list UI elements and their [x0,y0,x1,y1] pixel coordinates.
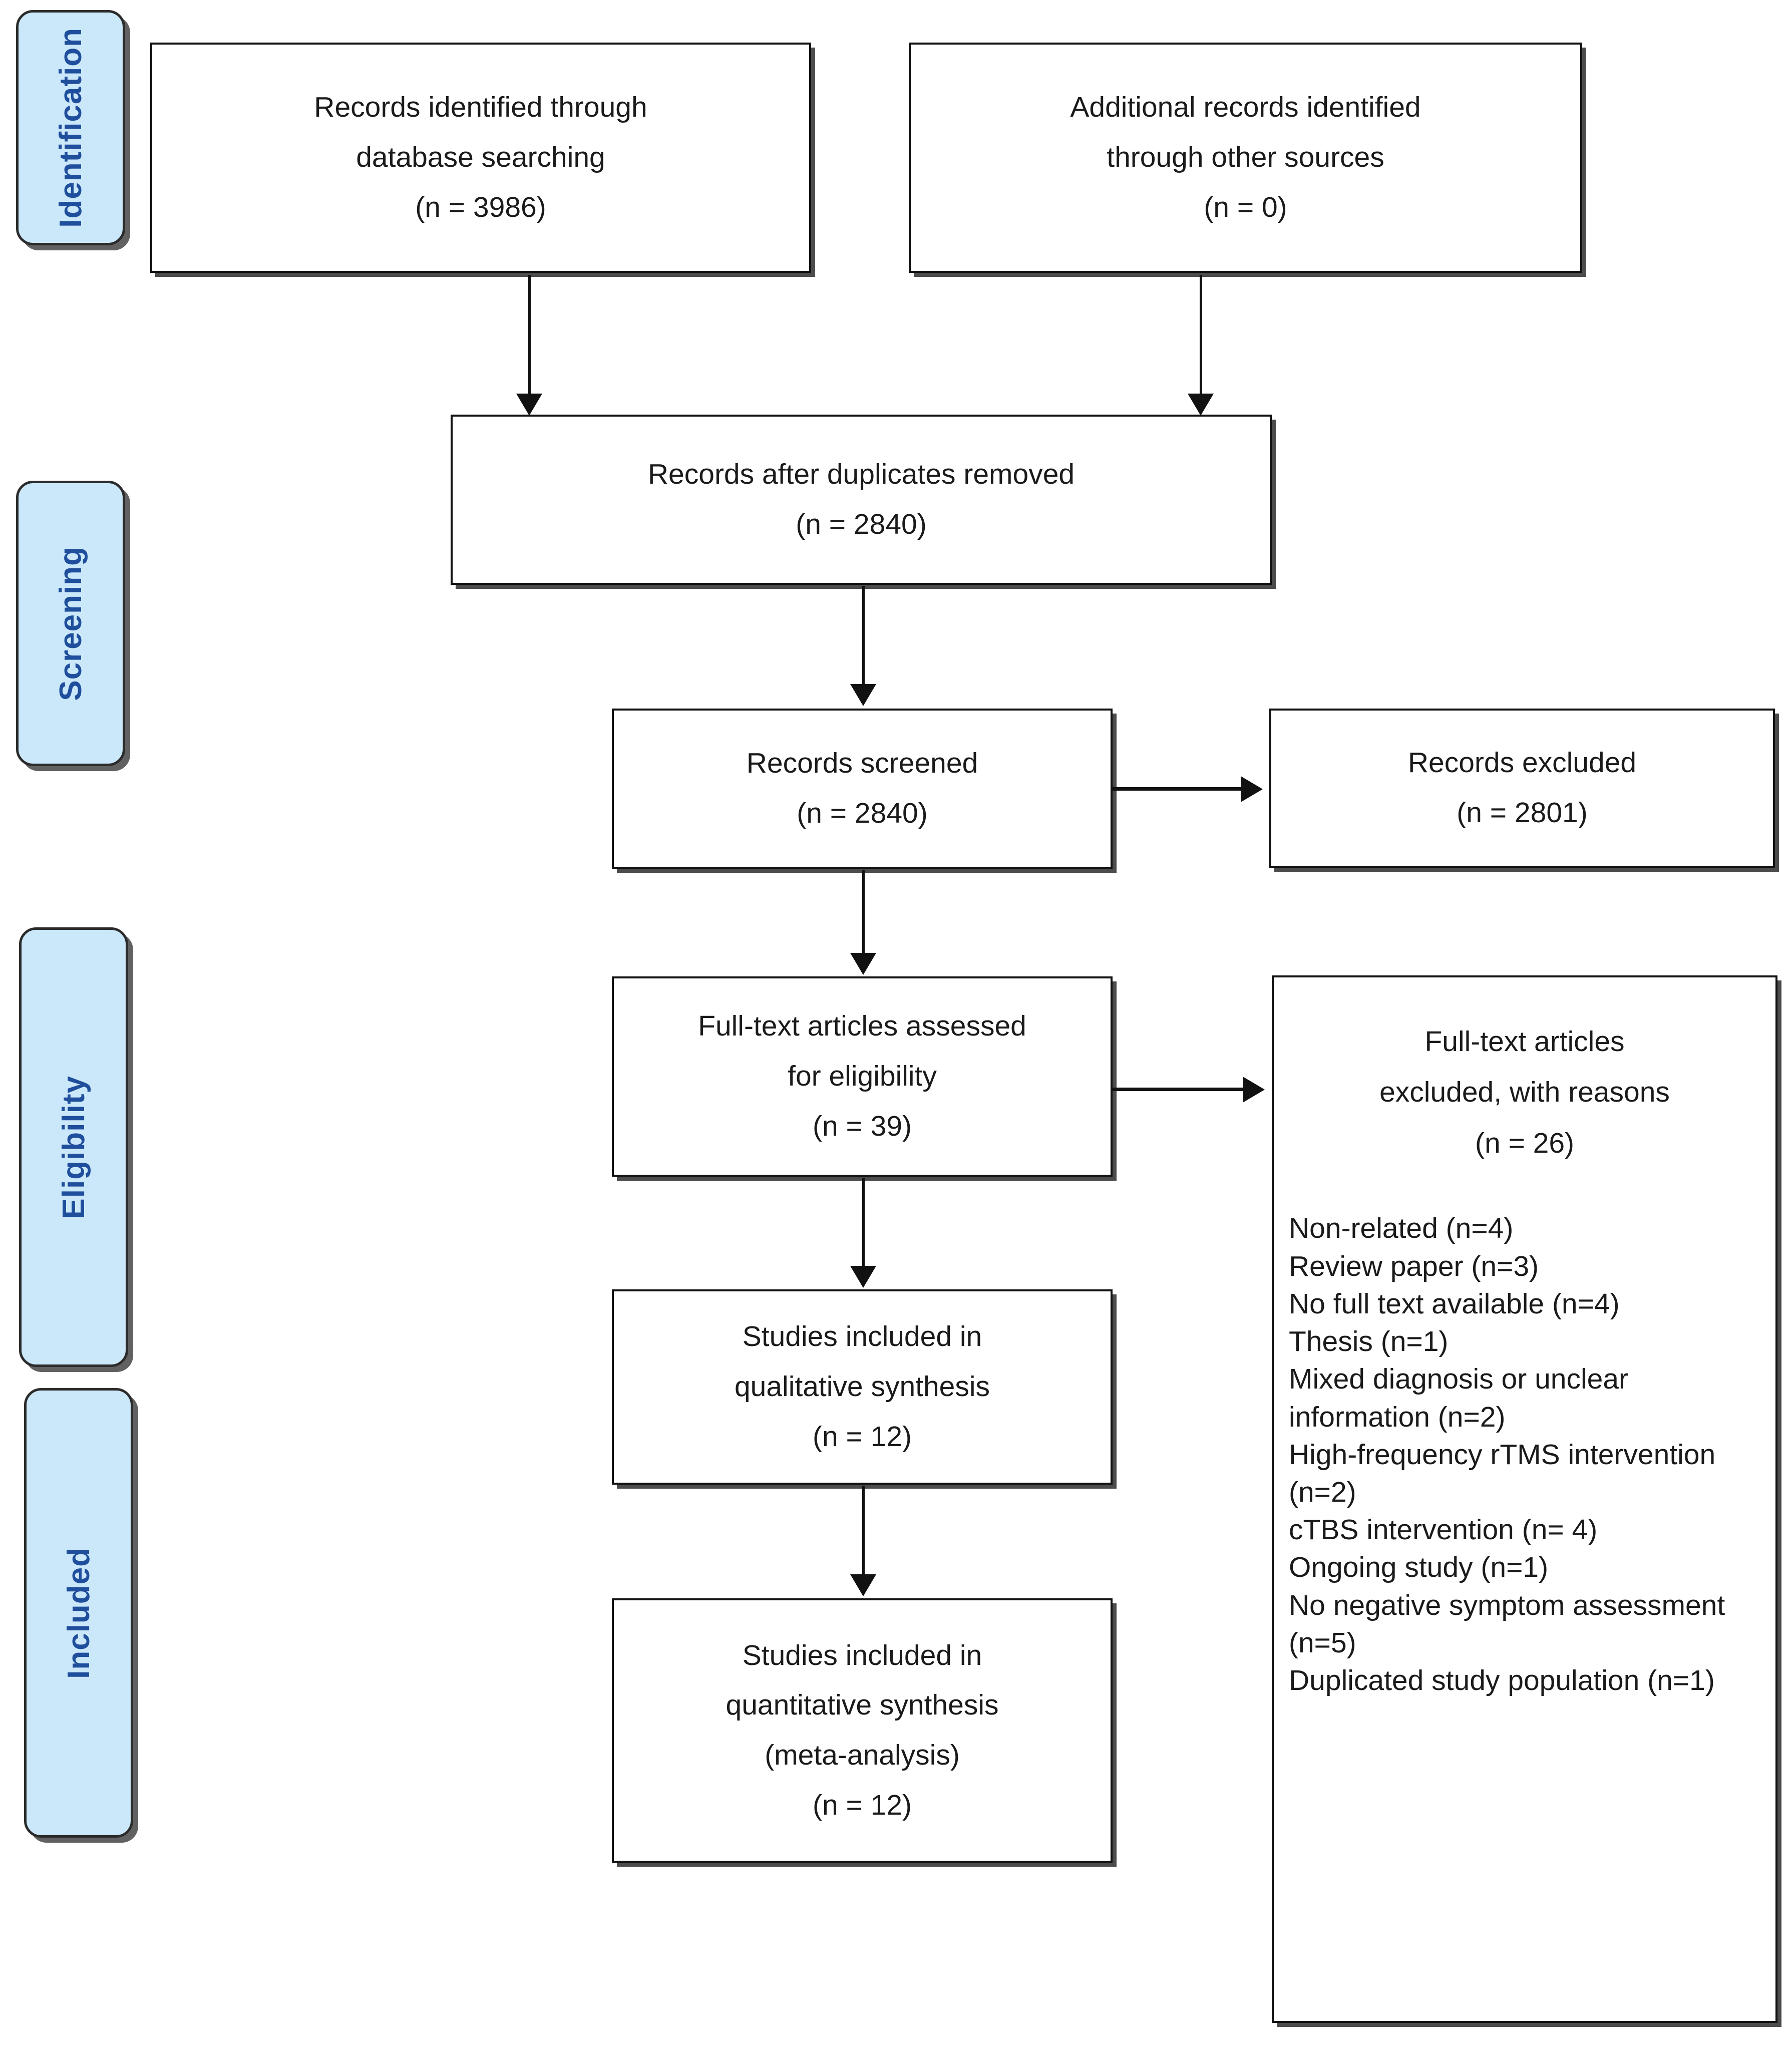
box-fulltext-excluded-with-reasons: Full-text articles excluded, with reason… [1272,975,1777,2023]
exclusion-reason: cTBS intervention (n= 4) [1289,1514,1598,1546]
box-line: Studies included in [742,1320,982,1353]
stage-label-identification: Identification [53,28,88,228]
box-line: Additional records identified [1070,91,1421,124]
connector-identified-database-vertical [528,275,531,396]
box-count: (n = 26) [1475,1127,1575,1159]
arrow-into-fulltext-assessed [850,953,876,975]
arrow-into-fulltext-excluded [1243,1077,1265,1103]
box-qualitative-synthesis: Studies included in qualitative synthesi… [612,1289,1113,1485]
exclusion-reason: Review paper (n=3) [1289,1250,1539,1282]
box-count: (n = 2840) [796,508,927,540]
stage-label-eligibility: Eligibility [56,1075,91,1219]
arrow-into-quantitative [850,1574,876,1596]
connector-qualitative-to-quantitative [862,1486,865,1576]
box-records-excluded: Records excluded (n = 2801) [1269,709,1775,868]
connector-screened-to-fulltext [862,870,865,955]
arrow-into-records-screened [850,684,876,706]
box-records-screened: Records screened (n = 2840) [612,709,1113,869]
box-line: Studies included in [742,1639,982,1671]
stage-tab-identification: Identification [16,10,125,245]
exclusion-reason: Ongoing study (n=1) [1289,1551,1549,1584]
exclusion-reason: Thesis (n=1) [1289,1325,1449,1358]
connector-duplicates-to-screened [862,586,865,686]
box-fulltext-assessed: Full-text articles assessed for eligibil… [612,976,1113,1177]
box-quantitative-synthesis: Studies included in quantitative synthes… [612,1598,1113,1863]
box-line: Full-text articles [1424,1025,1625,1058]
box-line: qualitative synthesis [734,1370,990,1403]
exclusion-reason: No negative symptom assessment (n=5) [1289,1589,1725,1659]
box-line: Records excluded [1407,747,1637,779]
box-line: excluded, with reasons [1379,1076,1670,1109]
box-count: (n = 12) [812,1789,912,1821]
arrow-into-qualitative [850,1266,876,1288]
box-line: for eligibility [788,1060,937,1093]
box-line: Full-text articles assessed [698,1010,1026,1043]
exclusion-reason: Duplicated study population (n=1) [1289,1664,1715,1697]
box-line: through other sources [1107,141,1384,174]
stage-tab-screening: Screening [16,481,125,766]
arrow-into-duplicates-right [1188,394,1214,416]
arrow-into-duplicates-left [516,394,542,416]
box-count: (n = 12) [812,1420,912,1453]
exclusion-reason: No full text available (n=4) [1289,1287,1620,1320]
box-line: Records identified through [314,91,647,124]
box-line: quantitative synthesis [726,1689,999,1722]
stage-label-screening: Screening [53,546,88,701]
stage-tab-included: Included [24,1388,133,1838]
connector-fulltext-to-excluded [1113,1088,1244,1091]
box-count: (n = 2801) [1457,797,1588,829]
box-records-identified-database: Records identified through database sear… [150,43,811,273]
exclusion-reason: High-frequency rTMS intervention (n=2) [1289,1438,1716,1508]
exclusion-reasons-list: Non-related (n=4) Review paper (n=3) No … [1289,1210,1760,1699]
exclusion-reason: Non-related (n=4) [1289,1212,1514,1245]
stage-tab-eligibility: Eligibility [19,927,128,1367]
box-line: Records screened [746,747,978,780]
box-line: Records after duplicates removed [647,458,1075,491]
connector-fulltext-to-qualitative [862,1178,865,1268]
box-count: (n = 2840) [797,797,928,829]
box-count: (n = 39) [812,1110,912,1142]
box-records-after-duplicates: Records after duplicates removed (n = 28… [451,415,1272,585]
exclusion-reason: Mixed diagnosis or unclear information (… [1289,1363,1629,1433]
arrow-into-records-excluded [1241,776,1263,802]
box-count: (n = 3986) [415,191,546,223]
box-line: database searching [356,141,605,174]
box-line: (meta-analysis) [765,1739,960,1771]
stage-label-included: Included [61,1547,96,1679]
box-records-identified-other: Additional records identified through ot… [909,43,1582,273]
fulltext-excluded-heading: Full-text articles excluded, with reason… [1289,1016,1760,1169]
connector-screened-to-excluded [1113,787,1242,791]
box-count: (n = 0) [1204,191,1287,223]
connector-identified-other-vertical [1200,275,1202,396]
